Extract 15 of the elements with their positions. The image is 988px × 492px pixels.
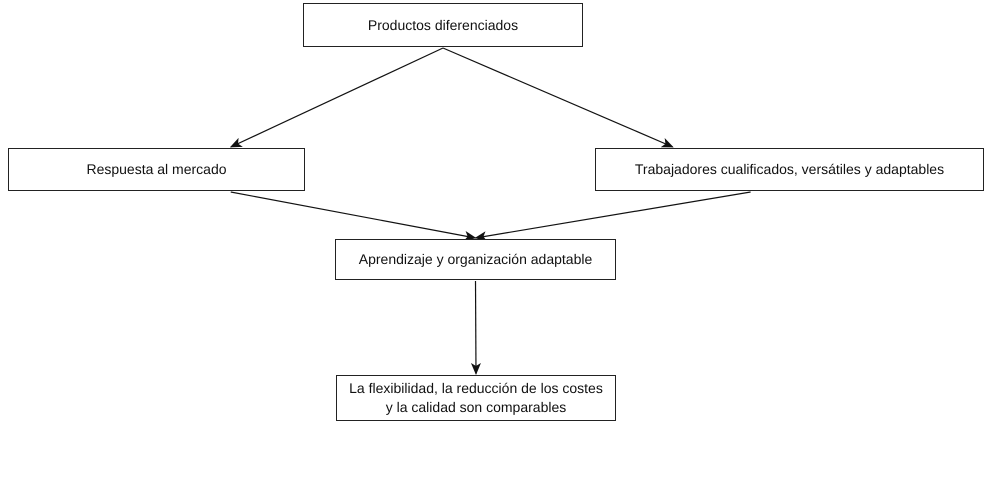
arrow [474,191,751,242]
box-label: Trabajadores cualificados, versátiles y adaptables [634,160,944,179]
arrow [230,47,444,148]
arrow [470,281,481,375]
box-label: Respuesta al mercado [86,160,227,179]
process-box [335,239,616,280]
process-box [336,375,616,421]
process-box [8,148,305,191]
process-box [303,3,583,47]
box-label: Productos diferenciados [368,16,518,34]
box-label: La flexibilidad, la reducción de los costes y la calidad son comparables [348,379,604,417]
process-box [595,148,984,191]
arrow [442,47,674,148]
box-label: Aprendizaje y organización adaptable [358,250,592,269]
arrow [230,191,476,241]
